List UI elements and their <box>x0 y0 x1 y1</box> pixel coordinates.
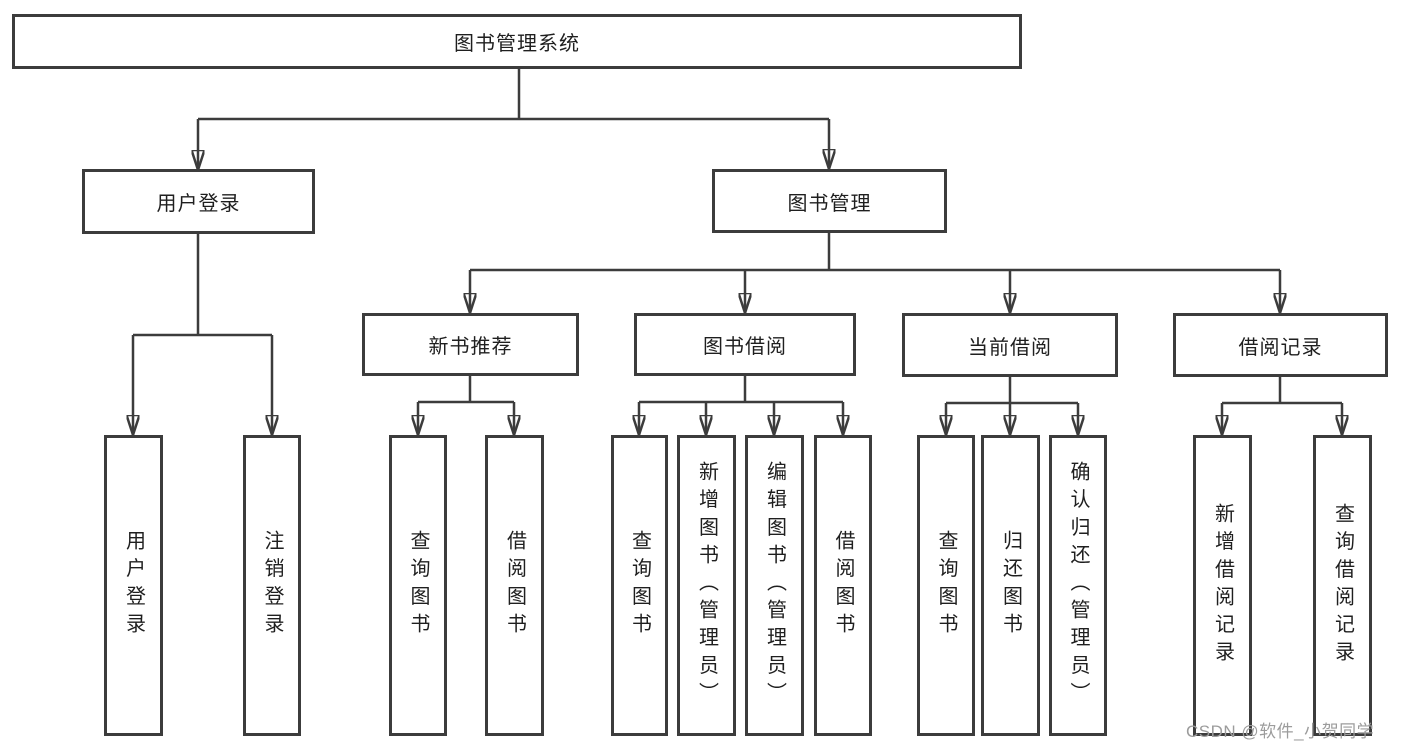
leaf-edit-book-admin: 编辑图书（管理员） <box>745 435 804 736</box>
node-book-borrow: 图书借阅 <box>634 313 856 376</box>
leaf-recommend-query-books: 查询图书 <box>389 435 447 736</box>
leaf-logout-label: 注销登录 <box>261 530 283 641</box>
leaf-logout: 注销登录 <box>243 435 301 736</box>
leaf-return-books-label: 归还图书 <box>999 530 1022 641</box>
leaf-user-login-label: 用户登录 <box>122 530 145 641</box>
leaf-query-borrow-record: 查询借阅记录 <box>1313 435 1372 736</box>
node-new-book-recommend: 新书推荐 <box>362 313 579 376</box>
leaf-borrow-books: 借阅图书 <box>814 435 872 736</box>
leaf-add-book-admin-label: 新增图书（管理员） <box>695 461 718 710</box>
node-user-login-label: 用户登录 <box>156 193 241 215</box>
leaf-add-book-admin: 新增图书（管理员） <box>677 435 736 736</box>
node-borrow-records: 借阅记录 <box>1173 313 1388 377</box>
leaf-add-borrow-record: 新增借阅记录 <box>1193 435 1252 736</box>
leaf-confirm-return-admin-label: 确认归还（管理员） <box>1067 461 1089 710</box>
node-root-system: 图书管理系统 <box>12 14 1022 69</box>
leaf-borrow-query-books: 查询图书 <box>611 435 668 736</box>
node-new-book-recommend-label: 新书推荐 <box>428 336 513 358</box>
node-current-borrow-label: 当前借阅 <box>968 336 1052 359</box>
leaf-edit-book-admin-label: 编辑图书（管理员） <box>763 461 786 710</box>
leaf-recommend-borrow-books: 借阅图书 <box>485 435 544 736</box>
leaf-return-books: 归还图书 <box>981 435 1040 736</box>
leaf-recommend-query-books-label: 查询图书 <box>407 530 429 641</box>
node-book-management: 图书管理 <box>712 169 947 233</box>
leaf-add-borrow-record-label: 新增借阅记录 <box>1211 502 1234 669</box>
leaf-user-login: 用户登录 <box>104 435 163 736</box>
node-root-label: 图书管理系统 <box>454 33 580 55</box>
node-book-borrow-label: 图书借阅 <box>703 336 787 358</box>
watermark: CSDN @软件_小贺同学 <box>1186 722 1375 741</box>
leaf-current-query-books: 查询图书 <box>917 435 975 736</box>
node-current-borrow: 当前借阅 <box>902 313 1118 377</box>
leaf-borrow-query-books-label: 查询图书 <box>628 530 651 641</box>
node-borrow-records-label: 借阅记录 <box>1238 336 1323 359</box>
leaf-confirm-return-admin: 确认归还（管理员） <box>1049 435 1107 736</box>
leaf-query-borrow-record-label: 查询借阅记录 <box>1331 502 1354 669</box>
leaf-recommend-borrow-books-label: 借阅图书 <box>503 530 526 641</box>
node-book-management-label: 图书管理 <box>787 192 872 215</box>
leaf-borrow-books-label: 借阅图书 <box>832 530 854 641</box>
node-user-login: 用户登录 <box>82 169 315 234</box>
leaf-current-query-books-label: 查询图书 <box>935 530 957 641</box>
